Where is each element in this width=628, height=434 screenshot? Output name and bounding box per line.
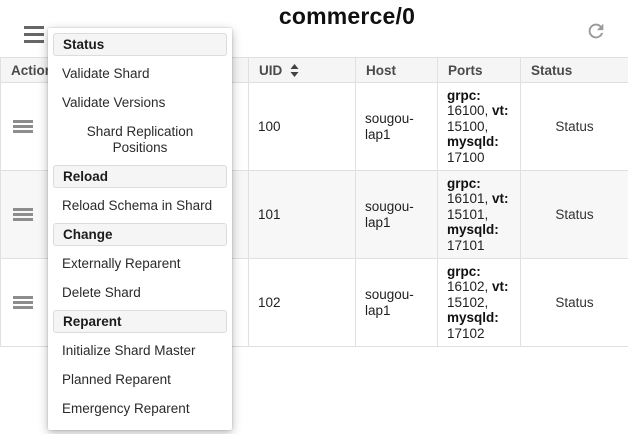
hamburger-icon [13,306,33,309]
menu-item[interactable]: Validate Versions [62,94,166,110]
column-header-status: Status [520,57,628,83]
row-actions-menu-button[interactable] [13,120,33,133]
column-header-uid[interactable]: UID [248,57,356,83]
hamburger-icon [13,208,33,211]
menu-section-header: Reparent [53,310,227,333]
menu-section-header: Reload [53,165,227,188]
menu-item[interactable]: Delete Shard [62,284,141,300]
uid-cell: 101 [248,170,356,259]
status-cell: Status [520,170,628,259]
port-label: grpc: [447,263,481,279]
uid-cell: 102 [248,258,356,347]
sort-icon[interactable] [290,63,299,77]
column-header-host: Host [355,57,438,83]
host-cell: sougou-lap1 [355,258,438,347]
row-actions-menu-button[interactable] [13,208,33,221]
hamburger-icon [13,120,33,123]
hamburger-icon [13,213,33,216]
status-link[interactable]: Status [555,294,594,310]
hamburger-icon [13,218,33,221]
port-label: mysqld: [447,134,499,150]
ports-cell: grpc: 16101, vt: 15101, mysqld: 17101 [437,170,521,259]
port-label: vt: [492,279,509,295]
status-cell: Status [520,258,628,347]
menu-item[interactable]: Reload Schema in Shard [62,197,213,213]
menu-section-header: Change [53,223,227,246]
page-title: commerce/0 [278,3,416,29]
row-actions-menu-button[interactable] [13,296,33,309]
uid-cell: 100 [248,82,356,171]
port-label: mysqld: [447,310,499,326]
port-label: mysqld: [447,222,499,238]
main-menu-button[interactable] [24,26,44,43]
hamburger-icon [13,125,33,128]
status-cell: Status [520,82,628,171]
ports-cell: grpc: 16100, vt: 15100, mysqld: 17100 [437,82,521,171]
host-cell: sougou-lap1 [355,170,438,259]
ports-cell: grpc: 16102, vt: 15102, mysqld: 17102 [437,258,521,347]
status-link[interactable]: Status [555,206,594,222]
menu-item[interactable]: Emergency Reparent [62,400,190,416]
menu-section-header: Status [53,33,227,56]
port-label: grpc: [447,175,481,191]
status-link[interactable]: Status [555,118,594,134]
hamburger-icon [13,130,33,133]
menu-item[interactable]: Shard Replication Positions [86,123,194,155]
menu-item[interactable]: Planned Reparent [62,371,171,387]
hamburger-icon [13,296,33,299]
menu-item[interactable]: Externally Reparent [62,255,181,271]
port-label: vt: [492,191,509,207]
host-cell: sougou-lap1 [355,82,438,171]
port-label: vt: [492,103,509,119]
column-header-ports: Ports [437,57,521,83]
menu-item[interactable]: Validate Shard [62,65,150,81]
menu-item[interactable]: Initialize Shard Master [62,342,196,358]
port-label: grpc: [447,87,481,103]
hamburger-icon [13,301,33,304]
refresh-button[interactable] [584,20,608,44]
